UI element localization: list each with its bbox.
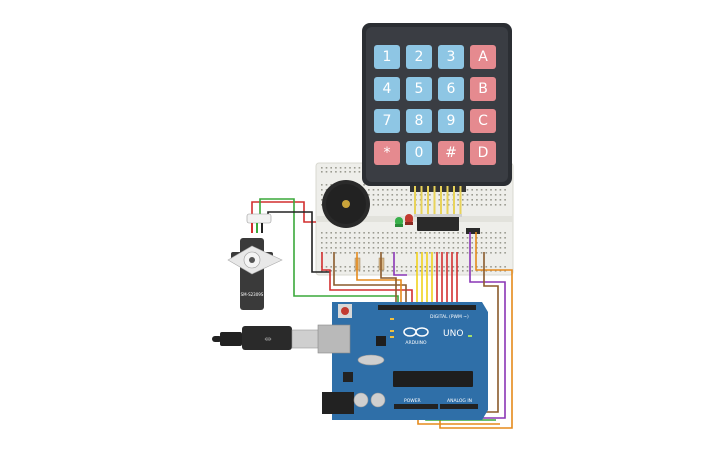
keypad-key-label: D [478, 145, 489, 161]
servo-model-label: SM-S2309S [241, 292, 264, 297]
header-pin [433, 186, 436, 216]
power-header [394, 404, 438, 409]
digital-header [378, 305, 476, 310]
buzzer-center [342, 200, 350, 208]
keypad-key-bg [406, 109, 432, 133]
arduino-pcb [332, 302, 488, 420]
keypad-header-pins [410, 186, 466, 216]
keypad-key-8[interactable]: 8 [406, 109, 432, 133]
keypad-key-bg [438, 109, 464, 133]
keypad-key-label: 0 [415, 145, 424, 161]
keypad-key-bg [406, 141, 432, 165]
keypad-key-c[interactable]: C [470, 109, 496, 133]
capacitor-1 [353, 392, 369, 408]
header-pin [446, 186, 449, 216]
keypad-key-0[interactable]: 0 [406, 141, 432, 165]
analog-header [440, 404, 478, 409]
capacitor-2 [370, 392, 386, 408]
keypad-key-label: 8 [415, 113, 424, 129]
servo-motor: SM-S2309S [227, 213, 283, 310]
header-pin [414, 186, 416, 216]
keypad-key-label: C [478, 113, 488, 129]
keypad-key-d[interactable]: D [470, 141, 496, 165]
keypad-key-bg [470, 77, 496, 101]
arduino-uno-board: ARDUINO UNO POWER ANALOG IN DIGITAL (PWM… [317, 302, 488, 420]
keypad-key-label: B [478, 81, 488, 97]
usb-plug [242, 326, 292, 350]
keypad-key-bg [406, 45, 432, 69]
keypad-key-6[interactable]: 6 [438, 77, 464, 101]
keypad-key-bg [438, 77, 464, 101]
keypad-key-5[interactable]: 5 [406, 77, 432, 101]
keypad-key-bg [374, 141, 400, 165]
keypad-key-b[interactable]: B [470, 77, 496, 101]
keypad-key-bg [374, 45, 400, 69]
board-led-on [468, 335, 472, 337]
board-led-l [390, 318, 394, 320]
keypad-key-label: # [445, 145, 457, 161]
header-pin [427, 186, 429, 216]
keypad-key-3[interactable]: 3 [438, 45, 464, 69]
arduino-logo [403, 327, 429, 337]
breadboard-ic-chip [414, 214, 462, 231]
crystal-oscillator [357, 354, 385, 366]
header-pin [459, 186, 462, 216]
usb-b-port [317, 324, 351, 354]
servo-connector [246, 213, 272, 224]
arduino-brand: ARDUINO [405, 340, 427, 346]
usb-metal-shell [291, 329, 321, 349]
keypad-key-1[interactable]: 1 [374, 45, 400, 69]
power-label: POWER [404, 398, 421, 404]
keypad-key-label: 7 [383, 113, 392, 129]
red-led [405, 214, 413, 225]
voltage-regulator [343, 372, 353, 382]
keypad-key-label: 3 [447, 49, 456, 65]
dc-power-jack [322, 392, 354, 414]
keypad-key-hash[interactable]: # [438, 141, 464, 165]
keypad-key-a[interactable]: A [470, 45, 496, 69]
usb-interface-chip [376, 336, 386, 346]
keypad-key-star[interactable]: * [374, 141, 400, 165]
keypad-key-label: 6 [447, 81, 456, 97]
keypad-key-label: 4 [383, 81, 392, 97]
piezo-buzzer [322, 180, 370, 228]
header-pin [420, 186, 423, 216]
keypad-key-bg [374, 109, 400, 133]
usb-icon: ⇹ [264, 335, 272, 345]
keypad-key-bg [438, 141, 464, 165]
keypad-key-bg [470, 141, 496, 165]
keypad-key-label: A [478, 49, 488, 65]
keypad-key-bg [438, 45, 464, 69]
keypad-key-bg [406, 77, 432, 101]
keypad-key-bg [470, 45, 496, 69]
keypad-key-label: 2 [415, 49, 424, 65]
board-led-rx [390, 336, 394, 338]
arduino-model: UNO [443, 329, 463, 339]
keypad-key-label: 5 [415, 81, 424, 97]
header-pin [440, 186, 442, 216]
keypad-key-7[interactable]: 7 [374, 109, 400, 133]
digital-label: DIGITAL (PWM ~) [430, 314, 469, 320]
keypad-key-bg [374, 77, 400, 101]
usb-cable: ⇹ [212, 326, 321, 350]
keypad-key-label: * [384, 145, 391, 161]
header-pin [453, 186, 455, 216]
keypad-key-bg [470, 109, 496, 133]
keypad-key-2[interactable]: 2 [406, 45, 432, 69]
keypad[interactable]: 1 2 3 A 4 5 6 B 7 8 9 C * 0 # D [362, 23, 512, 186]
atmega-chip [393, 371, 473, 387]
green-led [395, 217, 403, 227]
keypad-key-9[interactable]: 9 [438, 109, 464, 133]
board-led-tx [390, 330, 394, 332]
keypad-key-label: 1 [383, 49, 392, 65]
breadboard-transistor [466, 228, 480, 234]
keypad-keys[interactable]: 1 2 3 A 4 5 6 B 7 8 9 C * 0 # D [374, 45, 496, 165]
keypad-key-4[interactable]: 4 [374, 77, 400, 101]
analog-label: ANALOG IN [447, 398, 472, 404]
keypad-key-label: 9 [447, 113, 456, 129]
